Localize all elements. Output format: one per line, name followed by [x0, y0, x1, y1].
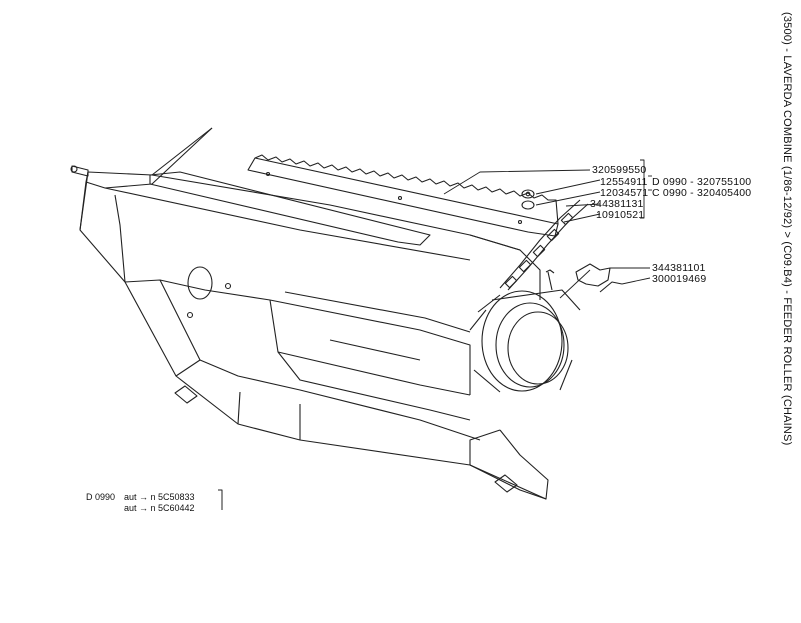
fasteners — [521, 189, 623, 293]
legend-row: aut → n 5C50833 — [124, 492, 195, 502]
part-number-344381101: 344381101 — [652, 262, 706, 274]
part-number-10910521: 10910521 — [596, 209, 645, 221]
legend-bracket — [218, 489, 223, 510]
part-number-320599550: 320599550 — [592, 164, 647, 176]
variant-label-c0990: C 0990 - 320405400 — [652, 187, 752, 199]
leader-lines — [443, 159, 652, 299]
variant-label-d0990: D 0990 - 320755100 — [652, 176, 752, 188]
part-number-12554911: 12554911 — [600, 176, 648, 188]
feeder-housing — [70, 127, 549, 500]
drive-chain — [499, 199, 589, 291]
part-number-344381131: 344381131 — [590, 198, 644, 210]
part-number-12034571: 12034571 — [600, 187, 649, 199]
page-title: (3500) - LAVERDA COMBINE (1/86-12/92) > … — [781, 12, 793, 446]
chain-slat-bar — [247, 154, 559, 237]
legend-row: aut → n 5C60442 — [124, 503, 195, 513]
part-number-300019469: 300019469 — [652, 273, 707, 285]
legend-model: D 0990 — [86, 492, 116, 502]
feeder-roller-drum — [469, 289, 581, 393]
